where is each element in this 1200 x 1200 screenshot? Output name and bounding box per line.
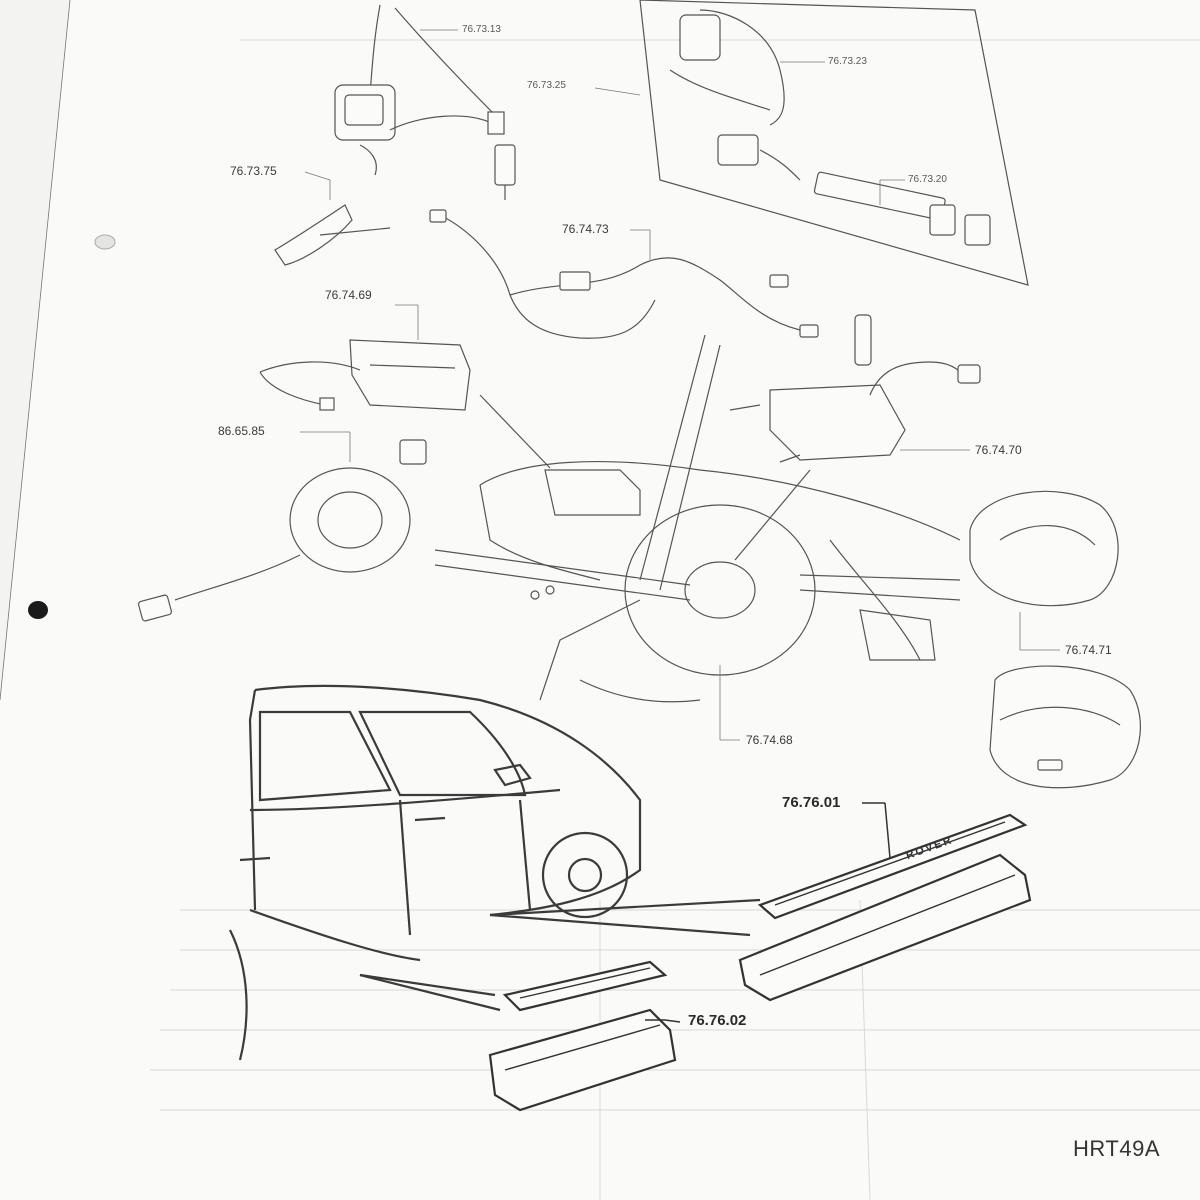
passenger-airbag-module <box>259 339 471 411</box>
label-76-73-20: 76.73.20 <box>908 174 947 185</box>
label-76-73-25: 76.73.25 <box>527 80 566 91</box>
label-76-74-73: 76.74.73 <box>562 222 609 236</box>
vehicle-body-outline <box>229 684 642 1061</box>
driver-airbag-control <box>729 314 981 463</box>
airbag-wiring-harness <box>429 209 819 339</box>
label-76-74-70: 76.74.70 <box>975 443 1022 457</box>
punch-hole-upper <box>94 234 116 250</box>
punch-hole-lower <box>28 601 48 619</box>
front-sill-plate <box>738 813 1032 1002</box>
sill-leader-lines <box>645 802 891 1023</box>
sill-pointer-lines <box>359 898 761 1012</box>
label-76-73-75: 76.73.75 <box>230 164 277 178</box>
reference-code: HRT49A <box>1073 1136 1160 1161</box>
leader-lines <box>300 29 1060 741</box>
pointer-lines <box>434 334 961 601</box>
label-76-76-01: 76.76.01 <box>782 794 841 811</box>
label-76-74-69: 76.74.69 <box>325 288 372 302</box>
label-76-74-71: 76.74.71 <box>1065 643 1112 657</box>
rear-sill-plate <box>488 960 677 1112</box>
label-86-65-85: 86.65.85 <box>218 424 265 438</box>
label-76-73-23: 76.73.23 <box>828 56 867 67</box>
label-76-76-02: 76.76.02 <box>688 1012 747 1029</box>
front-seatbelt-assembly <box>334 4 516 200</box>
seatbelt-group-box <box>639 0 1029 286</box>
seatbelt-buckle-stalk <box>274 204 391 266</box>
label-76-73-13: 76.73.13 <box>462 24 501 35</box>
label-76-74-68: 76.74.68 <box>746 733 793 747</box>
rotary-coupler <box>137 439 427 622</box>
steering-airbag-cover <box>969 490 1141 789</box>
